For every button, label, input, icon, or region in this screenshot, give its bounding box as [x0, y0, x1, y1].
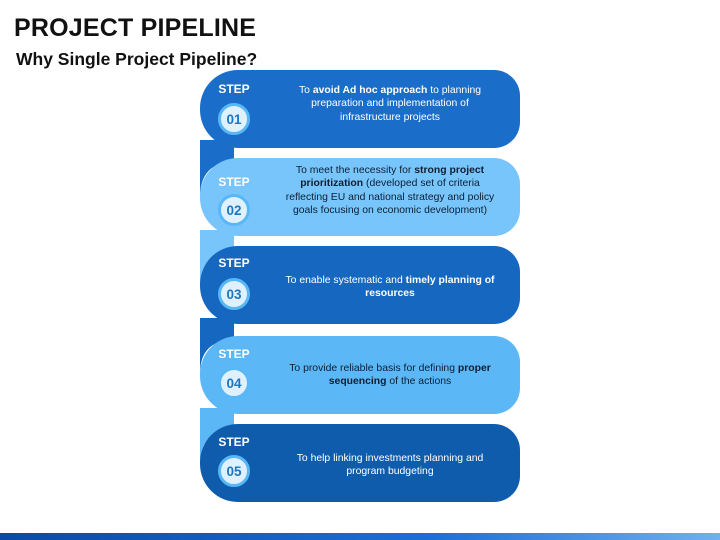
page-subtitle: Why Single Project Pipeline? — [16, 49, 258, 69]
step-card-1: STEP 01 To avoid Ad hoc approach to plan… — [200, 70, 520, 148]
step-number-badge: 03 — [218, 278, 250, 310]
step-description: To enable systematic and timely planning… — [285, 275, 495, 300]
step-label: STEP — [218, 175, 250, 189]
step-label: STEP — [218, 347, 250, 361]
step-number-badge: 04 — [218, 367, 250, 399]
pipeline-connectors — [200, 140, 234, 464]
step-card-4: STEP 04 To provide reliable basis for de… — [200, 336, 520, 414]
step-label: STEP — [218, 435, 250, 449]
step-number-badge: 05 — [218, 455, 250, 487]
step-label: STEP — [218, 256, 250, 270]
step-card-3: STEP 03 To enable systematic and timely … — [200, 246, 520, 324]
connector-3-4 — [200, 318, 234, 374]
step-description: To help linking investments planning and… — [296, 453, 484, 478]
step-description: To provide reliable basis for defining p… — [289, 363, 491, 388]
footer-accent-bar — [0, 533, 720, 540]
step-number-badge: 02 — [218, 194, 250, 226]
step-description: To meet the necessity for strong project… — [285, 165, 495, 217]
page-title: PROJECT PIPELINE — [14, 14, 257, 42]
step-number-badge: 01 — [218, 103, 250, 135]
connector-4-5 — [200, 408, 234, 464]
step-card-5: STEP 05 To help linking investments plan… — [200, 424, 520, 502]
connector-1-2 — [200, 140, 234, 198]
connector-2-3 — [200, 230, 234, 286]
step-description: To avoid Ad hoc approach to planning pre… — [298, 85, 482, 123]
step-card-2: STEP 02 To meet the necessity for strong… — [200, 158, 520, 236]
step-label: STEP — [218, 82, 250, 96]
pipeline-timeline: STEP 01 To avoid Ad hoc approach to plan… — [200, 70, 520, 510]
